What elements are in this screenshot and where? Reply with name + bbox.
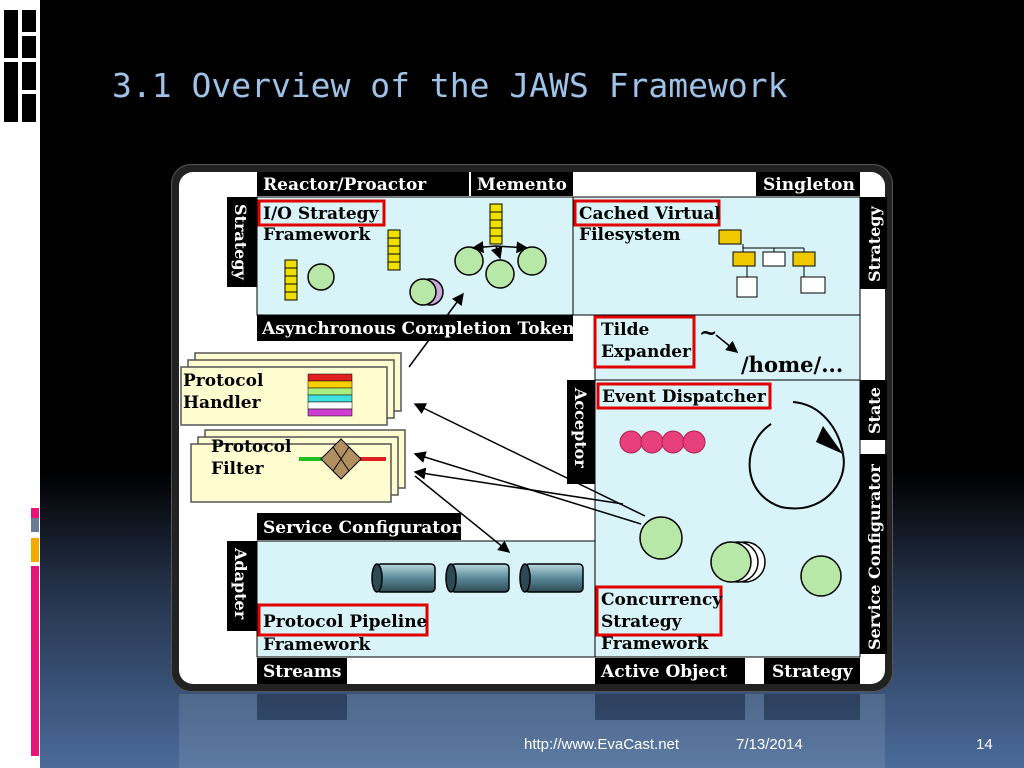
tilde-highlight (593, 315, 696, 369)
left-strip (0, 0, 40, 768)
folder-tree-icon (718, 229, 826, 298)
queue-icons (284, 203, 503, 301)
svc-cfg-vertical-bg (860, 454, 887, 654)
page-number: 14 (976, 736, 993, 753)
strategy-bottom-bg (764, 658, 860, 684)
pipeline-cylinders (371, 563, 584, 593)
protocol-filter-stack (190, 429, 406, 503)
reactor-label-bg (257, 172, 469, 196)
protocol-handler-line2: Handler (183, 393, 262, 413)
protocol-handler-line1: Protocol (183, 371, 264, 391)
filter-icon (299, 438, 386, 480)
footer-date: 7/13/2014 (736, 736, 803, 753)
window-frame-icon (2, 8, 38, 124)
cached-fs-title: Cached Virtual (579, 204, 721, 224)
concurrency-line2: Strategy (601, 612, 683, 632)
strategy-right-bg (860, 197, 887, 289)
accent-bar-pink (31, 508, 39, 518)
tilde-line2: Expander (601, 342, 692, 362)
io-strategy-sub: Framework (263, 225, 371, 245)
act-label: Asynchronous Completion Token (261, 319, 575, 339)
jaws-framework-diagram: Reactor/Proactor Memento Singleton Strat… (171, 164, 893, 692)
act-label-bg (257, 315, 573, 341)
concurrency-line3: Framework (601, 634, 709, 654)
io-strategy-title: I/O Strategy (263, 204, 380, 224)
strategy-bottom-label: Strategy (772, 662, 854, 682)
event-loop-arrowhead (816, 426, 843, 454)
memento-label-bg (471, 172, 573, 196)
strategy-left-bg (227, 197, 257, 287)
io-handler-icons (307, 246, 547, 291)
concurrency-line1: Concurrency (601, 590, 723, 610)
streams-label: Streams (263, 662, 341, 682)
acceptor-label: Acceptor (571, 387, 590, 468)
pipeline-highlight (257, 603, 429, 637)
streams-bg (257, 658, 347, 684)
pipeline-title: Protocol Pipeline (263, 612, 428, 632)
svc-cfg-vertical-label: Service Configurator (865, 464, 884, 650)
tilde-char: ~ (699, 320, 717, 346)
reactor-label: Reactor/Proactor (263, 175, 427, 195)
cached-fs-sub: Filesystem (579, 225, 680, 245)
event-dispatcher-label: Event Dispatcher (602, 387, 767, 407)
io-strategy-highlight (257, 199, 386, 227)
tilde-arrow (715, 334, 739, 353)
diagram-svg: Reactor/Proactor Memento Singleton Strat… (179, 172, 887, 684)
concurrency-handler-icons (639, 516, 842, 597)
protocol-handler-stack (180, 352, 402, 426)
acceptor-bg (567, 380, 595, 484)
dispatcher-panel (594, 379, 861, 658)
protocol-filter-line1: Protocol (211, 437, 292, 457)
memento-label: Memento (477, 175, 567, 195)
state-bg (860, 380, 887, 440)
pipeline-panel (256, 540, 596, 658)
handler-stack-icon (307, 373, 353, 417)
event-loop-arrow (748, 401, 845, 510)
tilde-path: /home/... (741, 352, 843, 377)
protocol-filter-line2: Filter (211, 459, 265, 479)
event-dispatcher-highlight (596, 382, 772, 410)
adapter-label: Adapter (231, 547, 250, 620)
singleton-label: Singleton (763, 175, 855, 195)
active-object-bg (595, 658, 745, 684)
accent-bar-magenta (31, 566, 39, 756)
singleton-label-bg (756, 172, 860, 196)
concurrency-highlight (595, 585, 723, 637)
event-queue-icon (619, 430, 706, 454)
flow-arrows (408, 292, 646, 553)
state-label: State (865, 387, 884, 434)
strategy-right-label: Strategy (865, 206, 884, 283)
footer-url[interactable]: http://www.EvaCast.net (524, 736, 680, 753)
io-handler-arrows (471, 241, 529, 260)
cached-fs-highlight (573, 199, 721, 227)
tilde-line1: Tilde (601, 320, 649, 340)
strategy-left-label: Strategy (231, 204, 250, 281)
adapter-bg (227, 541, 257, 631)
slide-title: 3.1 Overview of the JAWS Framework (112, 66, 788, 105)
active-object-label: Active Object (600, 662, 727, 682)
pipeline-sub: Framework (263, 635, 371, 655)
accent-bar-gray (31, 518, 39, 532)
io-dispatcher-icon (409, 278, 444, 306)
svc-cfg-label-bg (257, 513, 461, 540)
accent-bar-orange (31, 538, 39, 562)
svc-cfg-label: Service Configurator (263, 518, 461, 538)
